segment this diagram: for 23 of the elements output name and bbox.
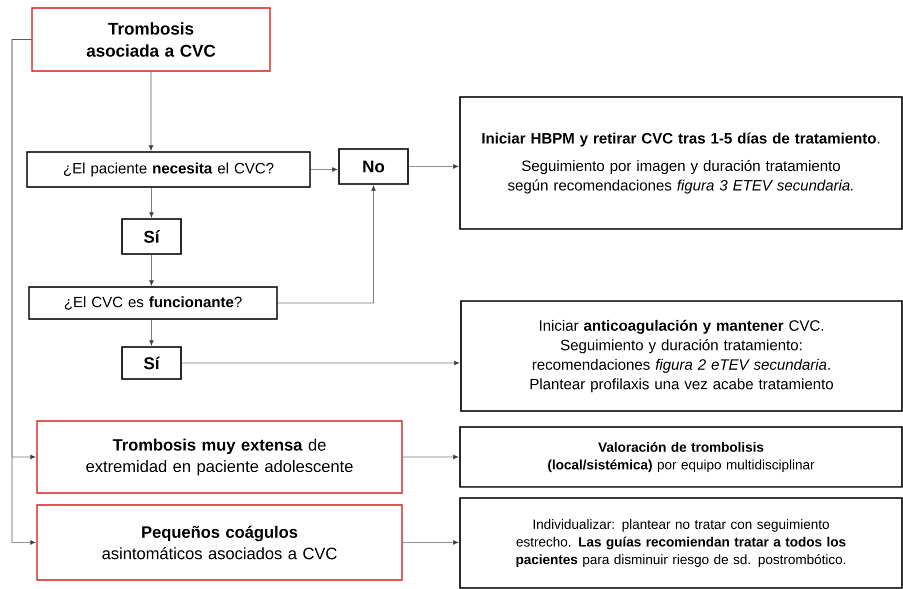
action-box: Iniciar anticoagulación y mantener CVC. Seguimiento y duración tratamiento: recomendaciones figura 2 eTEV secundaria. Plantear profilaxis una vez acabe tratamiento <box>460 300 903 412</box>
answer-box: No <box>338 148 409 185</box>
answer-box: Sí <box>121 346 182 380</box>
arrow <box>277 186 376 304</box>
arrow <box>402 454 458 460</box>
condition-box: Pequeños coágulos asintomáticos asociados a CVC <box>36 504 403 581</box>
arrow <box>149 319 154 346</box>
arrow <box>182 360 460 366</box>
arrow <box>12 39 36 545</box>
arrow <box>402 540 458 545</box>
action-box: Valoración de trombolisis (local/sistémica) por equipo multidisciplinar <box>459 426 903 488</box>
arrow <box>149 254 154 286</box>
question-box: ¿El CVC es funcionante? <box>28 286 278 320</box>
condition-box: Trombosis asociada a CVC <box>31 7 271 72</box>
question-box: ¿El paciente necesita el CVC? <box>26 151 311 188</box>
answer-box: Sí <box>121 218 182 255</box>
arrow <box>310 167 338 172</box>
arrow <box>149 187 154 218</box>
action-box: Iniciar HBPM y retirar CVC tras 1-5 días de tratamiento. Seguimiento por imagen y duración tratamiento según recomendaciones figura 3 ETEV secundaria. <box>459 96 903 230</box>
condition-box: Trombosis muy extensa de extremidad en paciente adolescente <box>36 420 403 494</box>
action-box: Individualizar: plantear no tratar con seguimiento estrecho. Las guías recomiendan tratar a todos los pacientes para disminuir riesgo de sd. postrombótico. <box>459 497 903 589</box>
arrow <box>408 164 458 169</box>
arrow <box>148 71 154 150</box>
